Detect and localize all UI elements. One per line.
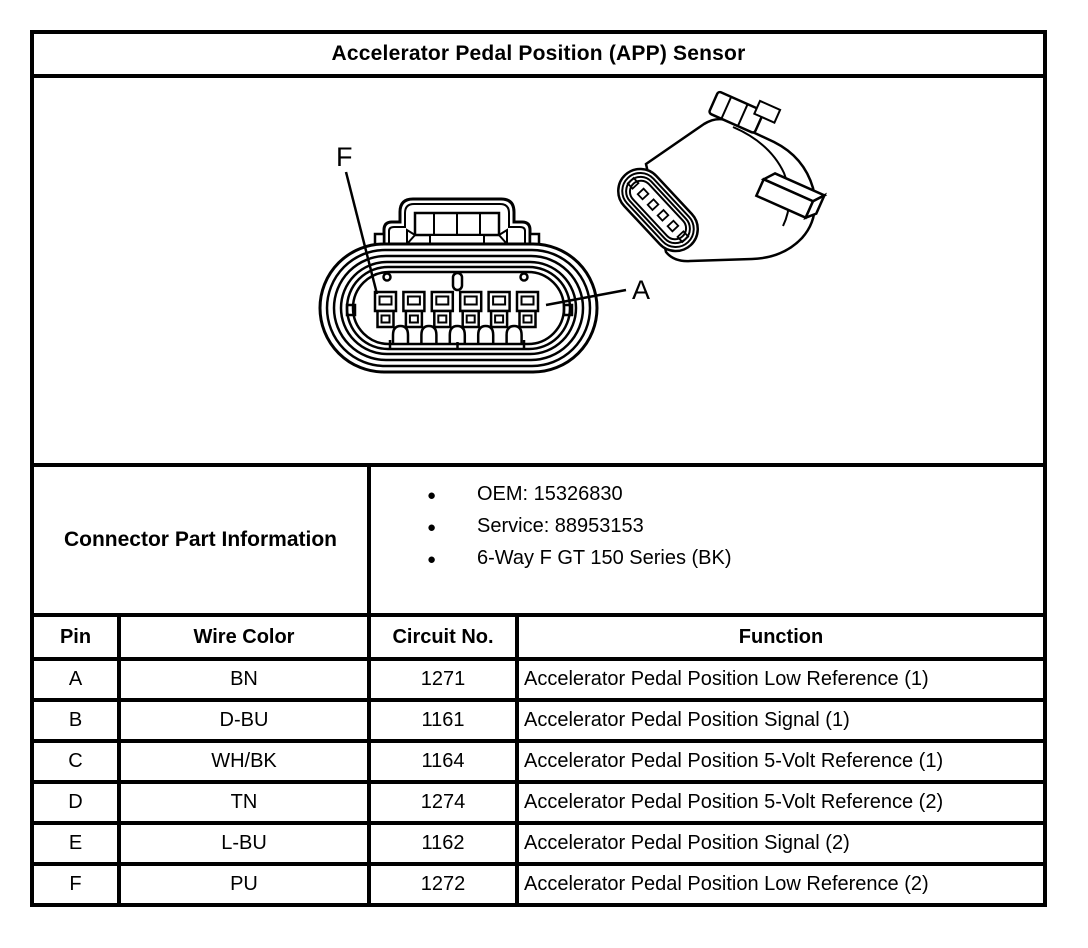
table-row: C WH/BK 1164 Accelerator Pedal Position … (34, 739, 1043, 780)
function-cell: Accelerator Pedal Position 5-Volt Refere… (524, 791, 944, 813)
list-item: ● Service: 88953153 (371, 511, 1043, 543)
figure-title: Accelerator Pedal Position (APP) Sensor (331, 42, 746, 65)
list-item: ● OEM: 15326830 (371, 479, 1043, 511)
wire-color-cell: TN (121, 784, 371, 821)
function-cell: Accelerator Pedal Position Signal (2) (524, 832, 850, 854)
pin-label-f: F (336, 142, 353, 172)
pin-terminal (402, 290, 426, 329)
connector-part-information-list: ● OEM: 15326830 ● Service: 88953153 ● 6-… (371, 467, 1043, 613)
pin-terminal (515, 290, 540, 329)
leader-line-a (545, 288, 627, 307)
pin-cell: C (34, 743, 121, 780)
function-cell: Accelerator Pedal Position Signal (1) (524, 709, 850, 731)
pin-cell: A (34, 661, 121, 698)
wire-color-cell: L-BU (121, 825, 371, 862)
keyway-slot (451, 271, 464, 292)
oem-number: OEM: 15326830 (477, 483, 623, 505)
circuit-no-cell: 1271 (371, 661, 519, 698)
table-row: D TN 1274 Accelerator Pedal Position 5-V… (34, 780, 1043, 821)
function-cell: Accelerator Pedal Position Low Reference… (524, 873, 929, 895)
connector-part-information-label: Connector Part Information (34, 467, 371, 613)
connector-figure: Accelerator Pedal Position (APP) Sensor (30, 30, 1047, 907)
pin-terminal (458, 290, 483, 329)
pin-terminals (373, 290, 540, 329)
connector-front-view (318, 242, 599, 374)
table-header-row: Pin Wire Color Circuit No. Function (34, 613, 1043, 657)
pin-cell: D (34, 784, 121, 821)
wire-color-cell: WH/BK (121, 743, 371, 780)
series-description: 6-Way F GT 150 Series (BK) (477, 547, 732, 569)
cavity-arches (388, 324, 526, 350)
pin-cell: E (34, 825, 121, 862)
wire-color-cell: D-BU (121, 702, 371, 739)
function-cell: Accelerator Pedal Position 5-Volt Refere… (524, 750, 944, 772)
table-row: E L-BU 1162 Accelerator Pedal Position S… (34, 821, 1043, 862)
pin-a-callout: A (545, 275, 650, 307)
pin-terminal (373, 290, 398, 329)
connector-part-information-row: Connector Part Information ● OEM: 153268… (34, 463, 1043, 613)
latch-arm (754, 172, 828, 220)
bullet-icon: ● (427, 487, 437, 504)
header-function: Function (738, 625, 824, 648)
pin-cell: F (34, 866, 121, 903)
header-circuit-no: Circuit No. (371, 617, 519, 657)
function-cell: Accelerator Pedal Position Low Reference… (524, 668, 929, 690)
leader-line-f (344, 171, 379, 295)
pin-terminal (487, 290, 511, 329)
bullet-icon: ● (427, 551, 437, 568)
wire-color-cell: PU (121, 866, 371, 903)
table-row: A BN 1271 Accelerator Pedal Position Low… (34, 657, 1043, 698)
circuit-no-cell: 1164 (371, 743, 519, 780)
circuit-no-cell: 1161 (371, 702, 519, 739)
circuit-no-cell: 1272 (371, 866, 519, 903)
pin-label-a: A (632, 275, 650, 305)
connector-drawing-area: F A (34, 74, 1043, 463)
service-number: Service: 88953153 (477, 515, 644, 537)
perspective-face (617, 167, 699, 253)
circuit-no-cell: 1274 (371, 784, 519, 821)
table-row: B D-BU 1161 Accelerator Pedal Position S… (34, 698, 1043, 739)
pinout-table: Pin Wire Color Circuit No. Function A BN… (34, 613, 1043, 903)
connector-perspective-view (617, 90, 828, 263)
connector-diagram: F A (318, 90, 828, 374)
pin-f-callout: F (336, 142, 379, 295)
pin-cell: B (34, 702, 121, 739)
lock-tab (708, 90, 782, 134)
header-pin: Pin (34, 617, 121, 657)
bullet-icon: ● (427, 519, 437, 536)
circuit-no-cell: 1162 (371, 825, 519, 862)
pin-terminal (430, 290, 455, 329)
wire-color-cell: BN (121, 661, 371, 698)
list-item: ● 6-Way F GT 150 Series (BK) (371, 543, 1043, 575)
table-row: F PU 1272 Accelerator Pedal Position Low… (34, 862, 1043, 903)
header-wire-color: Wire Color (121, 617, 371, 657)
